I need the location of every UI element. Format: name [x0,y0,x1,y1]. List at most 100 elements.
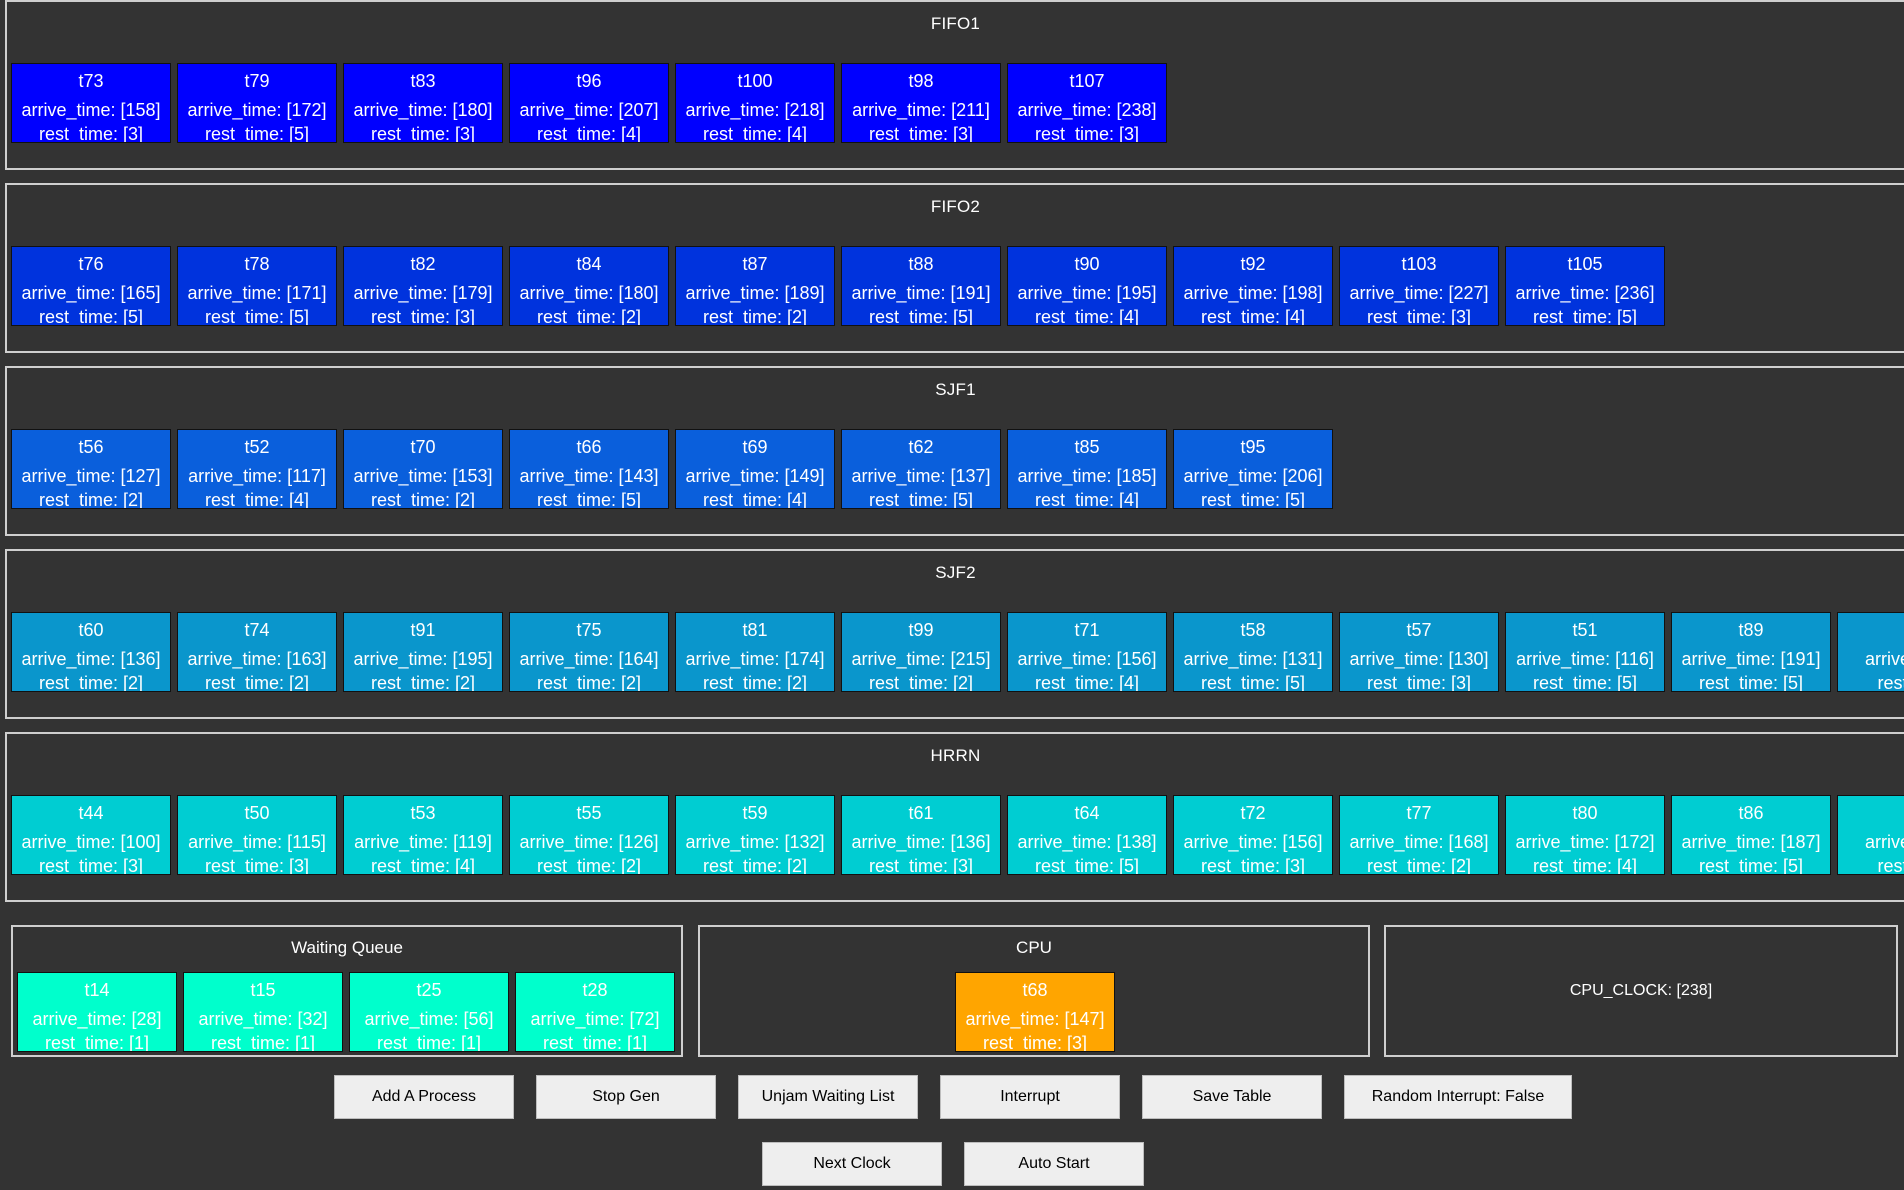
process-card: t93arrive_time: [rest_time: [1837,795,1904,875]
random-interrupt-toggle-button[interactable]: Random Interrupt: False [1344,1075,1572,1119]
stop-gen-button[interactable]: Stop Gen [536,1075,716,1119]
auto-start-button[interactable]: Auto Start [964,1142,1144,1186]
process-name: t100 [737,71,773,91]
process-arrive-time: arrive_time: [126] [519,832,659,852]
process-name: t77 [1406,803,1432,823]
process-arrive-time: arrive_time: [168] [1349,832,1489,852]
process-arrive-time: arrive_time: [100] [21,832,161,852]
process-name: t56 [78,437,104,457]
process-name: t91 [410,620,436,640]
process-rest-time: rest_time: [2] [38,673,144,692]
process-arrive-time: arrive_time: [137] [851,466,991,486]
save-table-button[interactable]: Save Table [1142,1075,1322,1119]
process-name: t69 [742,437,768,457]
process-name: t59 [742,803,768,823]
process-name: t83 [410,71,436,91]
process-rest-time: rest_time: [5] [1200,490,1306,509]
waiting-queue-title: Waiting Queue [291,938,403,957]
process-name: t85 [1074,437,1100,457]
process-rest-time: rest_time: [2] [536,856,642,875]
process-arrive-time: arrive_time: [147] [965,1009,1105,1029]
process-rest-time: rest_time: [2] [1366,856,1472,875]
process-arrive-time: arrive_time: [136] [851,832,991,852]
process-arrive-time: arrive_time: [180] [519,283,659,303]
process-arrive-time: arrive_time: [116] [1516,649,1654,669]
process-arrive-time: arrive_time: [227] [1349,283,1489,303]
process-arrive-time: arrive_time: [185] [1017,466,1157,486]
queue-title: HRRN [930,746,981,765]
process-arrive-time: arrive_time: [136] [21,649,161,669]
process-arrive-time: arrive_time: [191] [1681,649,1821,669]
process-arrive-time: arrive_time: [189] [685,283,825,303]
process-rest-time: rest_time: [5] [204,124,310,143]
process-name: t99 [908,620,934,640]
process-name: t64 [1074,803,1100,823]
process-arrive-time: arrive_time: [153] [353,466,493,486]
process-rest-time: rest_time: [5] [1698,673,1804,692]
process-arrive-time: arrive_time: [165] [21,283,161,303]
process-name: t107 [1069,71,1105,91]
process-rest-time: rest_time: [2] [370,490,476,509]
process-rest-time: rest_time: [2] [536,673,642,692]
process-name: t76 [78,254,104,274]
process-name: t52 [244,437,270,457]
process-rest-time: rest_time: [4] [1034,307,1140,326]
add-process-button[interactable]: Add A Process [334,1075,514,1119]
process-rest-time: rest_time: [1] [44,1033,150,1052]
interrupt-button[interactable]: Interrupt [940,1075,1120,1119]
process-arrive-time: arrive_time: [56] [364,1009,494,1029]
process-rest-time: rest_time: [2] [536,307,642,326]
unjam-waiting-list-button[interactable]: Unjam Waiting List [738,1075,918,1119]
process-arrive-time: arrive_time: [ [1864,649,1904,669]
process-arrive-time: arrive_time: [211] [852,100,990,120]
process-arrive-time: arrive_time: [236] [1515,283,1655,303]
process-arrive-time: arrive_time: [191] [851,283,991,303]
process-rest-time: rest_time: [3] [868,124,974,143]
process-name: t88 [908,254,934,274]
process-name: t51 [1572,620,1598,640]
process-arrive-time: arrive_time: [238] [1017,100,1157,120]
process-rest-time: rest_time: [4] [702,124,808,143]
process-name: t92 [1240,254,1266,274]
process-rest-time: rest_time: [4] [1034,490,1140,509]
process-rest-time: rest_time: [4] [1034,673,1140,692]
queue-title: SJF2 [935,563,976,582]
process-arrive-time: arrive_time: [172] [1515,832,1655,852]
process-rest-time: rest_time: [5] [1200,673,1306,692]
process-name: t82 [410,254,436,274]
next-clock-button[interactable]: Next Clock [762,1142,942,1186]
process-card: t77 arrive_time: [168] rest_time: [2] [1339,795,1499,875]
process-arrive-time: arrive_time: [72] [530,1009,660,1029]
process-arrive-time: arrive_time: [131] [1183,649,1323,669]
process-rest-time: rest_time: [4] [1200,307,1306,326]
process-name: t28 [582,980,608,1000]
process-rest-time: rest_time: [3] [204,856,310,875]
process-arrive-time: arrive_time: [218] [685,100,825,120]
process-arrive-time: arrive_time: [198] [1183,283,1323,303]
